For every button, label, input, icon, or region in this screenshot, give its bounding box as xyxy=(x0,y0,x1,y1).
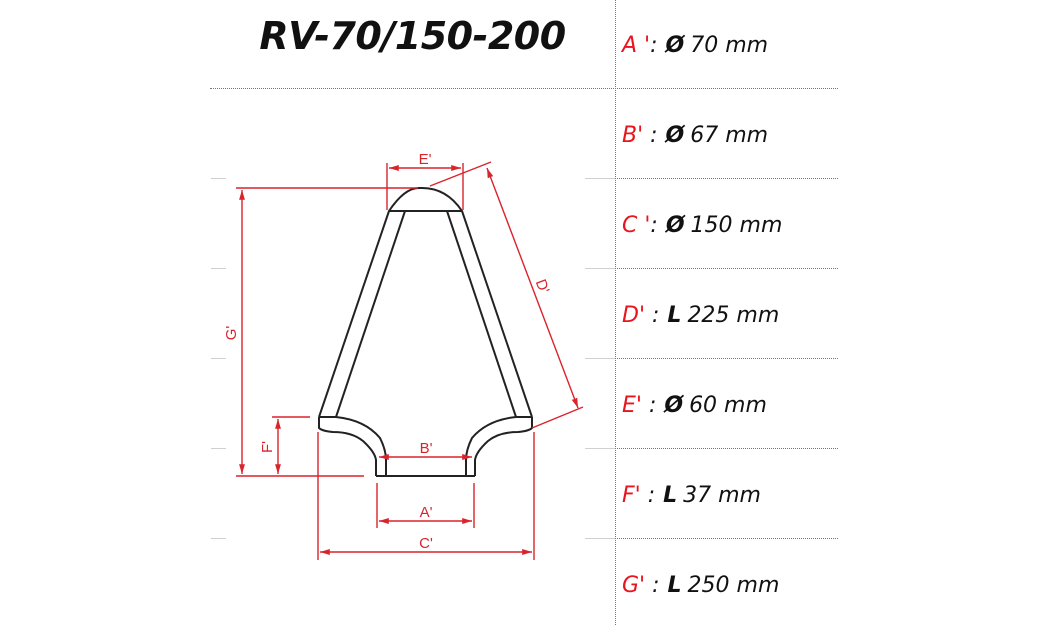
length-symbol-icon: L xyxy=(667,572,682,598)
dimension-label-b: B' xyxy=(420,440,433,457)
divider-row xyxy=(615,268,838,269)
spec-label: F' xyxy=(622,482,641,508)
grid-tick xyxy=(211,358,226,359)
dimension-label-d: D' xyxy=(532,277,553,296)
dimension-lines xyxy=(236,161,584,560)
dimension-label-a: A' xyxy=(420,504,433,521)
divider-title xyxy=(210,88,838,89)
length-symbol-icon: L xyxy=(667,302,682,328)
dimension-label-f: F' xyxy=(259,441,276,453)
divider-row xyxy=(615,538,838,539)
length-symbol-icon: L xyxy=(663,482,678,508)
divider-row xyxy=(615,358,838,359)
grid-tick xyxy=(585,448,615,449)
spec-separator: : xyxy=(645,572,660,598)
velocity-stack-outline xyxy=(318,186,533,477)
divider-row xyxy=(615,448,838,449)
diameter-symbol-icon: Ø xyxy=(665,122,685,148)
spec-label: A ' xyxy=(622,32,651,58)
spec-value: 67 mm xyxy=(690,122,769,148)
spec-label: D' xyxy=(622,302,645,328)
spec-label: E' xyxy=(622,392,642,418)
diameter-symbol-icon: Ø xyxy=(665,32,685,58)
grid-tick xyxy=(585,268,615,269)
divider-row xyxy=(615,178,838,179)
spec-value: 150 mm xyxy=(690,212,783,238)
spec-value: 60 mm xyxy=(689,392,767,418)
spec-value: 225 mm xyxy=(687,302,780,328)
divider-vertical xyxy=(615,0,616,625)
dimension-label-c: C' xyxy=(419,535,433,552)
dimension-label-e: E' xyxy=(419,151,432,168)
grid-tick xyxy=(585,358,615,359)
grid-tick xyxy=(211,448,226,449)
diameter-symbol-icon: Ø xyxy=(664,392,684,418)
spec-label: B' xyxy=(622,122,644,148)
grid-tick xyxy=(585,178,615,179)
spec-value: 37 mm xyxy=(683,482,761,508)
spec-separator: : xyxy=(641,392,657,418)
spec-separator: : xyxy=(650,32,658,58)
spec-label: G' xyxy=(622,572,646,598)
spec-separator: : xyxy=(645,302,660,328)
grid-tick xyxy=(211,178,226,179)
grid-tick xyxy=(211,538,226,539)
grid-tick xyxy=(585,538,615,539)
grid-tick xyxy=(211,268,226,269)
spec-separator: : xyxy=(640,482,656,508)
product-title: RV-70/150-200 xyxy=(259,14,566,58)
spec-value: 250 mm xyxy=(687,572,780,598)
diameter-symbol-icon: Ø xyxy=(665,212,685,238)
spec-separator: : xyxy=(643,122,658,148)
spec-label: C ' xyxy=(622,212,651,238)
spec-separator: : xyxy=(650,212,658,238)
dimension-label-g: G' xyxy=(223,326,240,341)
spec-value: 70 mm xyxy=(690,32,769,58)
